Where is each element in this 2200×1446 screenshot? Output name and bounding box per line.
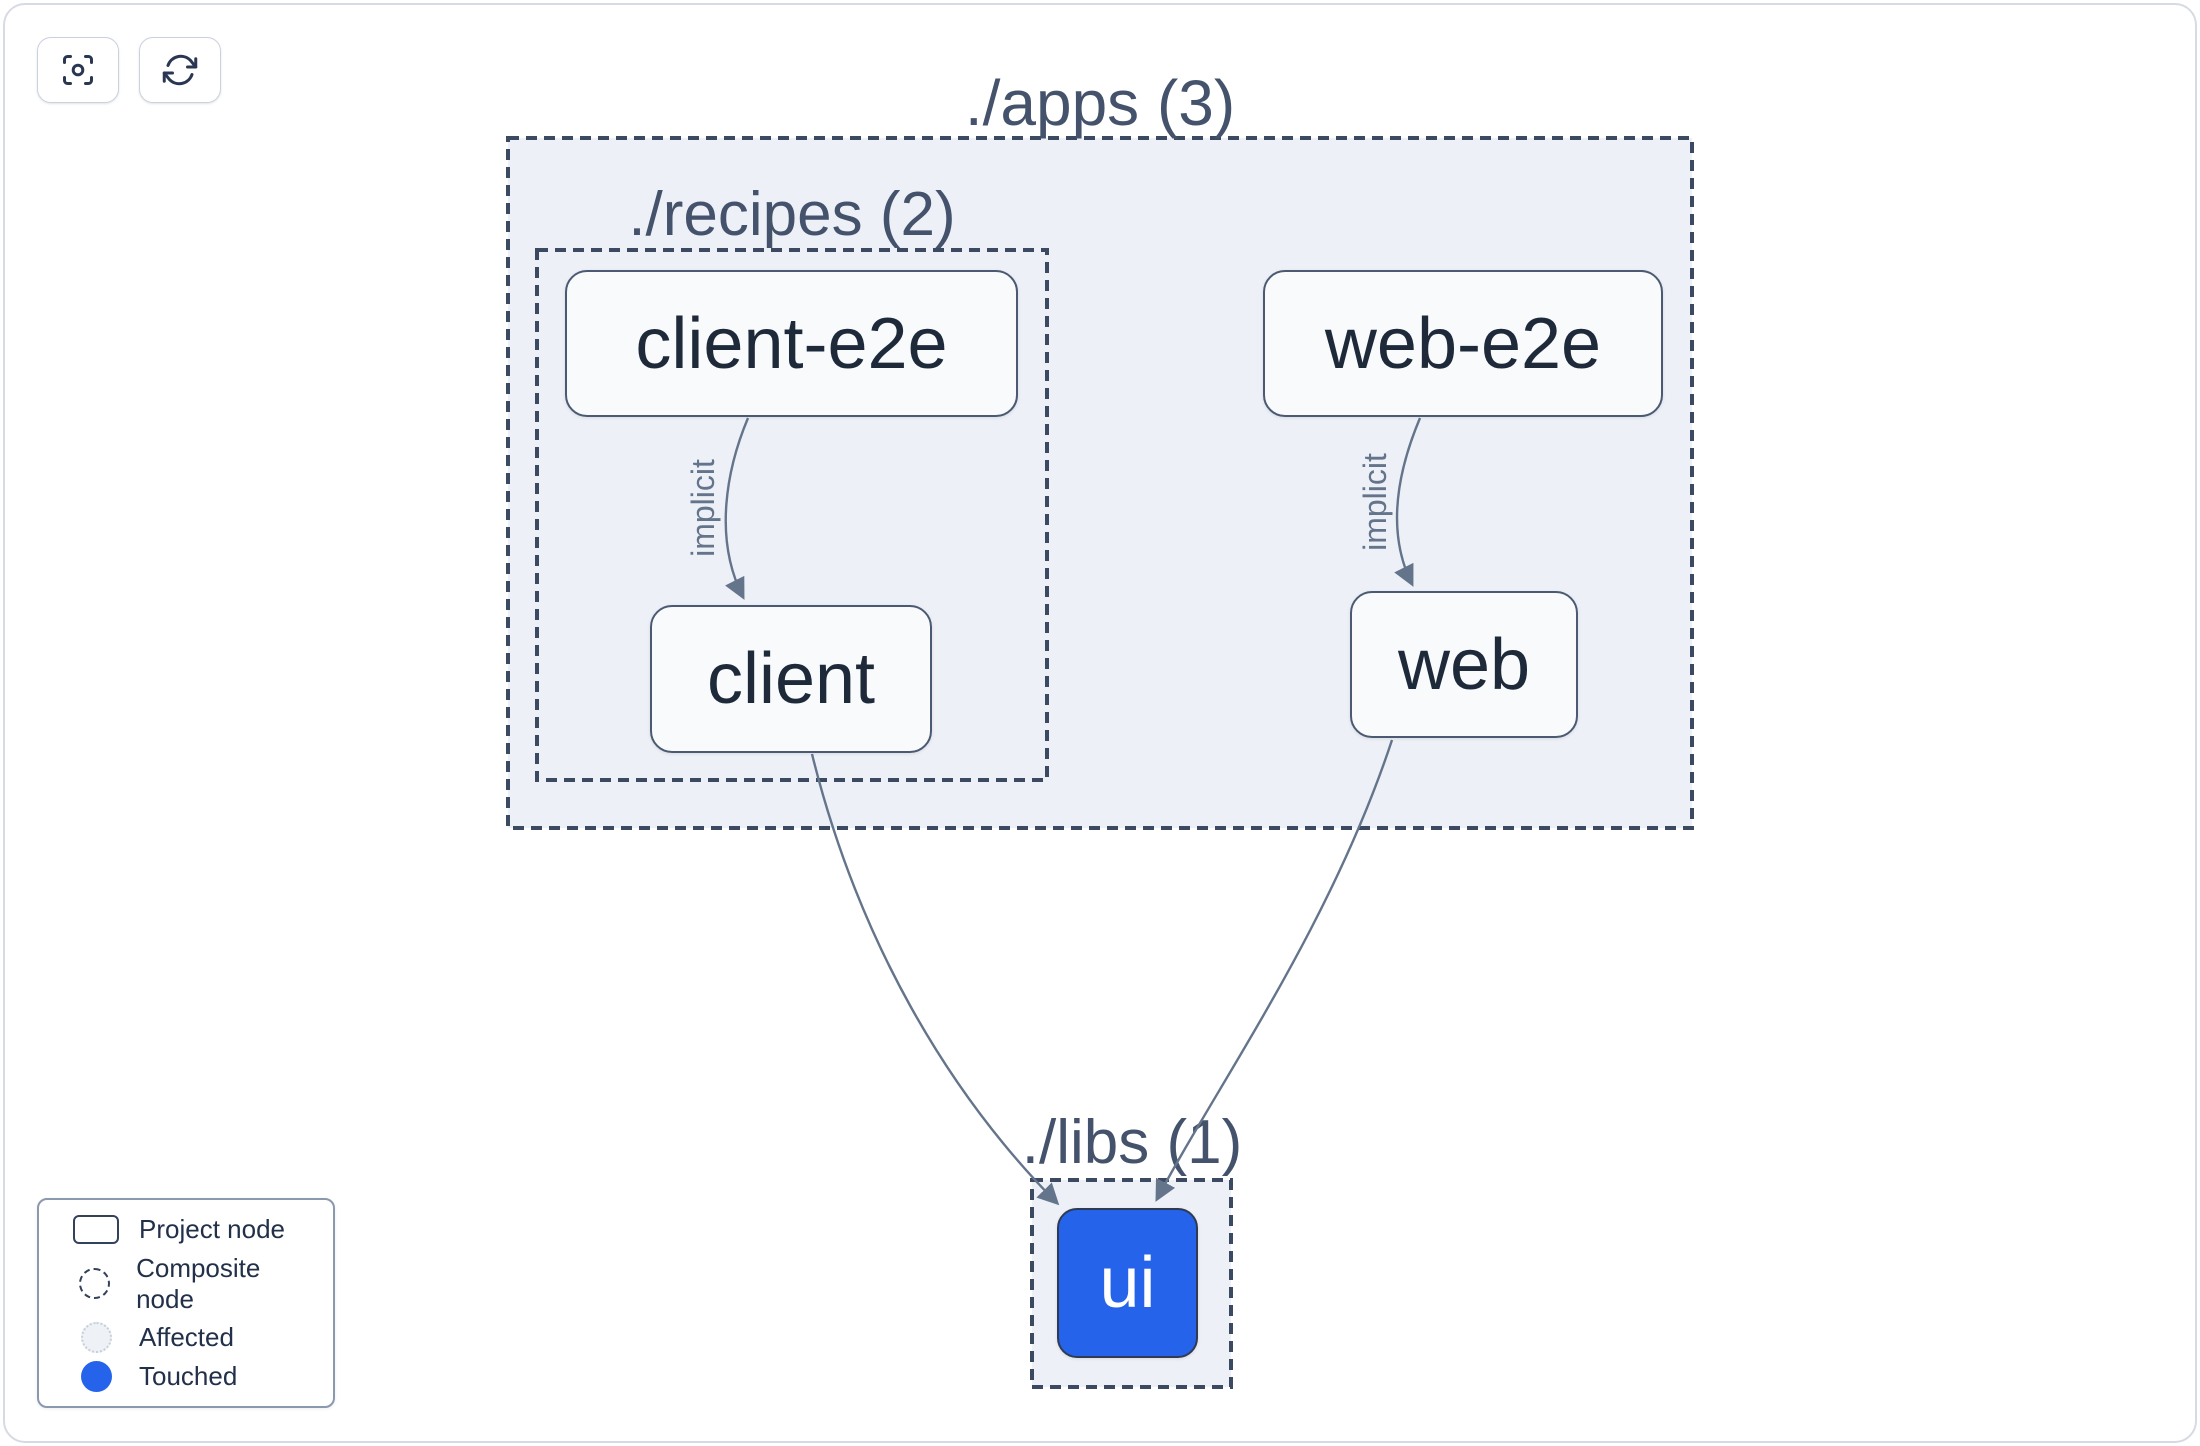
node-web-e2e[interactable]: web-e2e: [1263, 270, 1663, 417]
focus-button[interactable]: [37, 37, 119, 103]
legend-item-project-node: Project node: [53, 1214, 319, 1245]
edge-web-e2e-to-web[interactable]: [1394, 417, 1422, 587]
legend-label: Affected: [139, 1322, 234, 1353]
container-title-apps: ./apps (3): [964, 67, 1236, 139]
node-client-e2e[interactable]: client-e2e: [565, 270, 1018, 417]
legend-label: Touched: [139, 1361, 238, 1392]
edge-client-e2e-to-client[interactable]: [724, 417, 750, 600]
legend-item-composite-node: Composite node: [53, 1253, 319, 1315]
container-title-recipes: ./recipes (2): [628, 180, 956, 249]
project-node-swatch: [73, 1214, 119, 1244]
focus-target-icon: [63, 55, 93, 85]
container-title-libs: ./libs (1): [1021, 1108, 1243, 1177]
refresh-button[interactable]: [139, 37, 221, 103]
composite-node-swatch: [79, 1268, 111, 1300]
legend-item-touched: Touched: [53, 1361, 319, 1393]
edge-label-implicit-client[interactable]: implicit: [685, 459, 721, 557]
legend-label: Project node: [139, 1213, 285, 1244]
legend-label: Composite node: [136, 1252, 261, 1314]
refresh-icon: [162, 54, 198, 86]
node-web[interactable]: web: [1350, 591, 1578, 738]
node-ui[interactable]: ui: [1057, 1208, 1198, 1358]
node-label: web: [1397, 624, 1531, 705]
affected-swatch: [80, 1322, 112, 1354]
node-label: client: [706, 639, 876, 719]
legend-item-affected: Affected: [53, 1322, 319, 1354]
container-recipes: [535, 248, 1049, 782]
node-label: client-e2e: [635, 303, 948, 384]
touched-swatch: [80, 1361, 112, 1393]
edge-label-implicit-web[interactable]: implicit: [1357, 453, 1393, 551]
node-client[interactable]: client: [650, 605, 932, 753]
edge-client-to-ui[interactable]: [810, 753, 1060, 1206]
node-label: ui: [1099, 1243, 1156, 1323]
legend: Project node Composite node Affected Tou…: [37, 1198, 335, 1408]
edge-web-to-ui[interactable]: [1155, 739, 1394, 1202]
node-label: web-e2e: [1324, 303, 1602, 384]
